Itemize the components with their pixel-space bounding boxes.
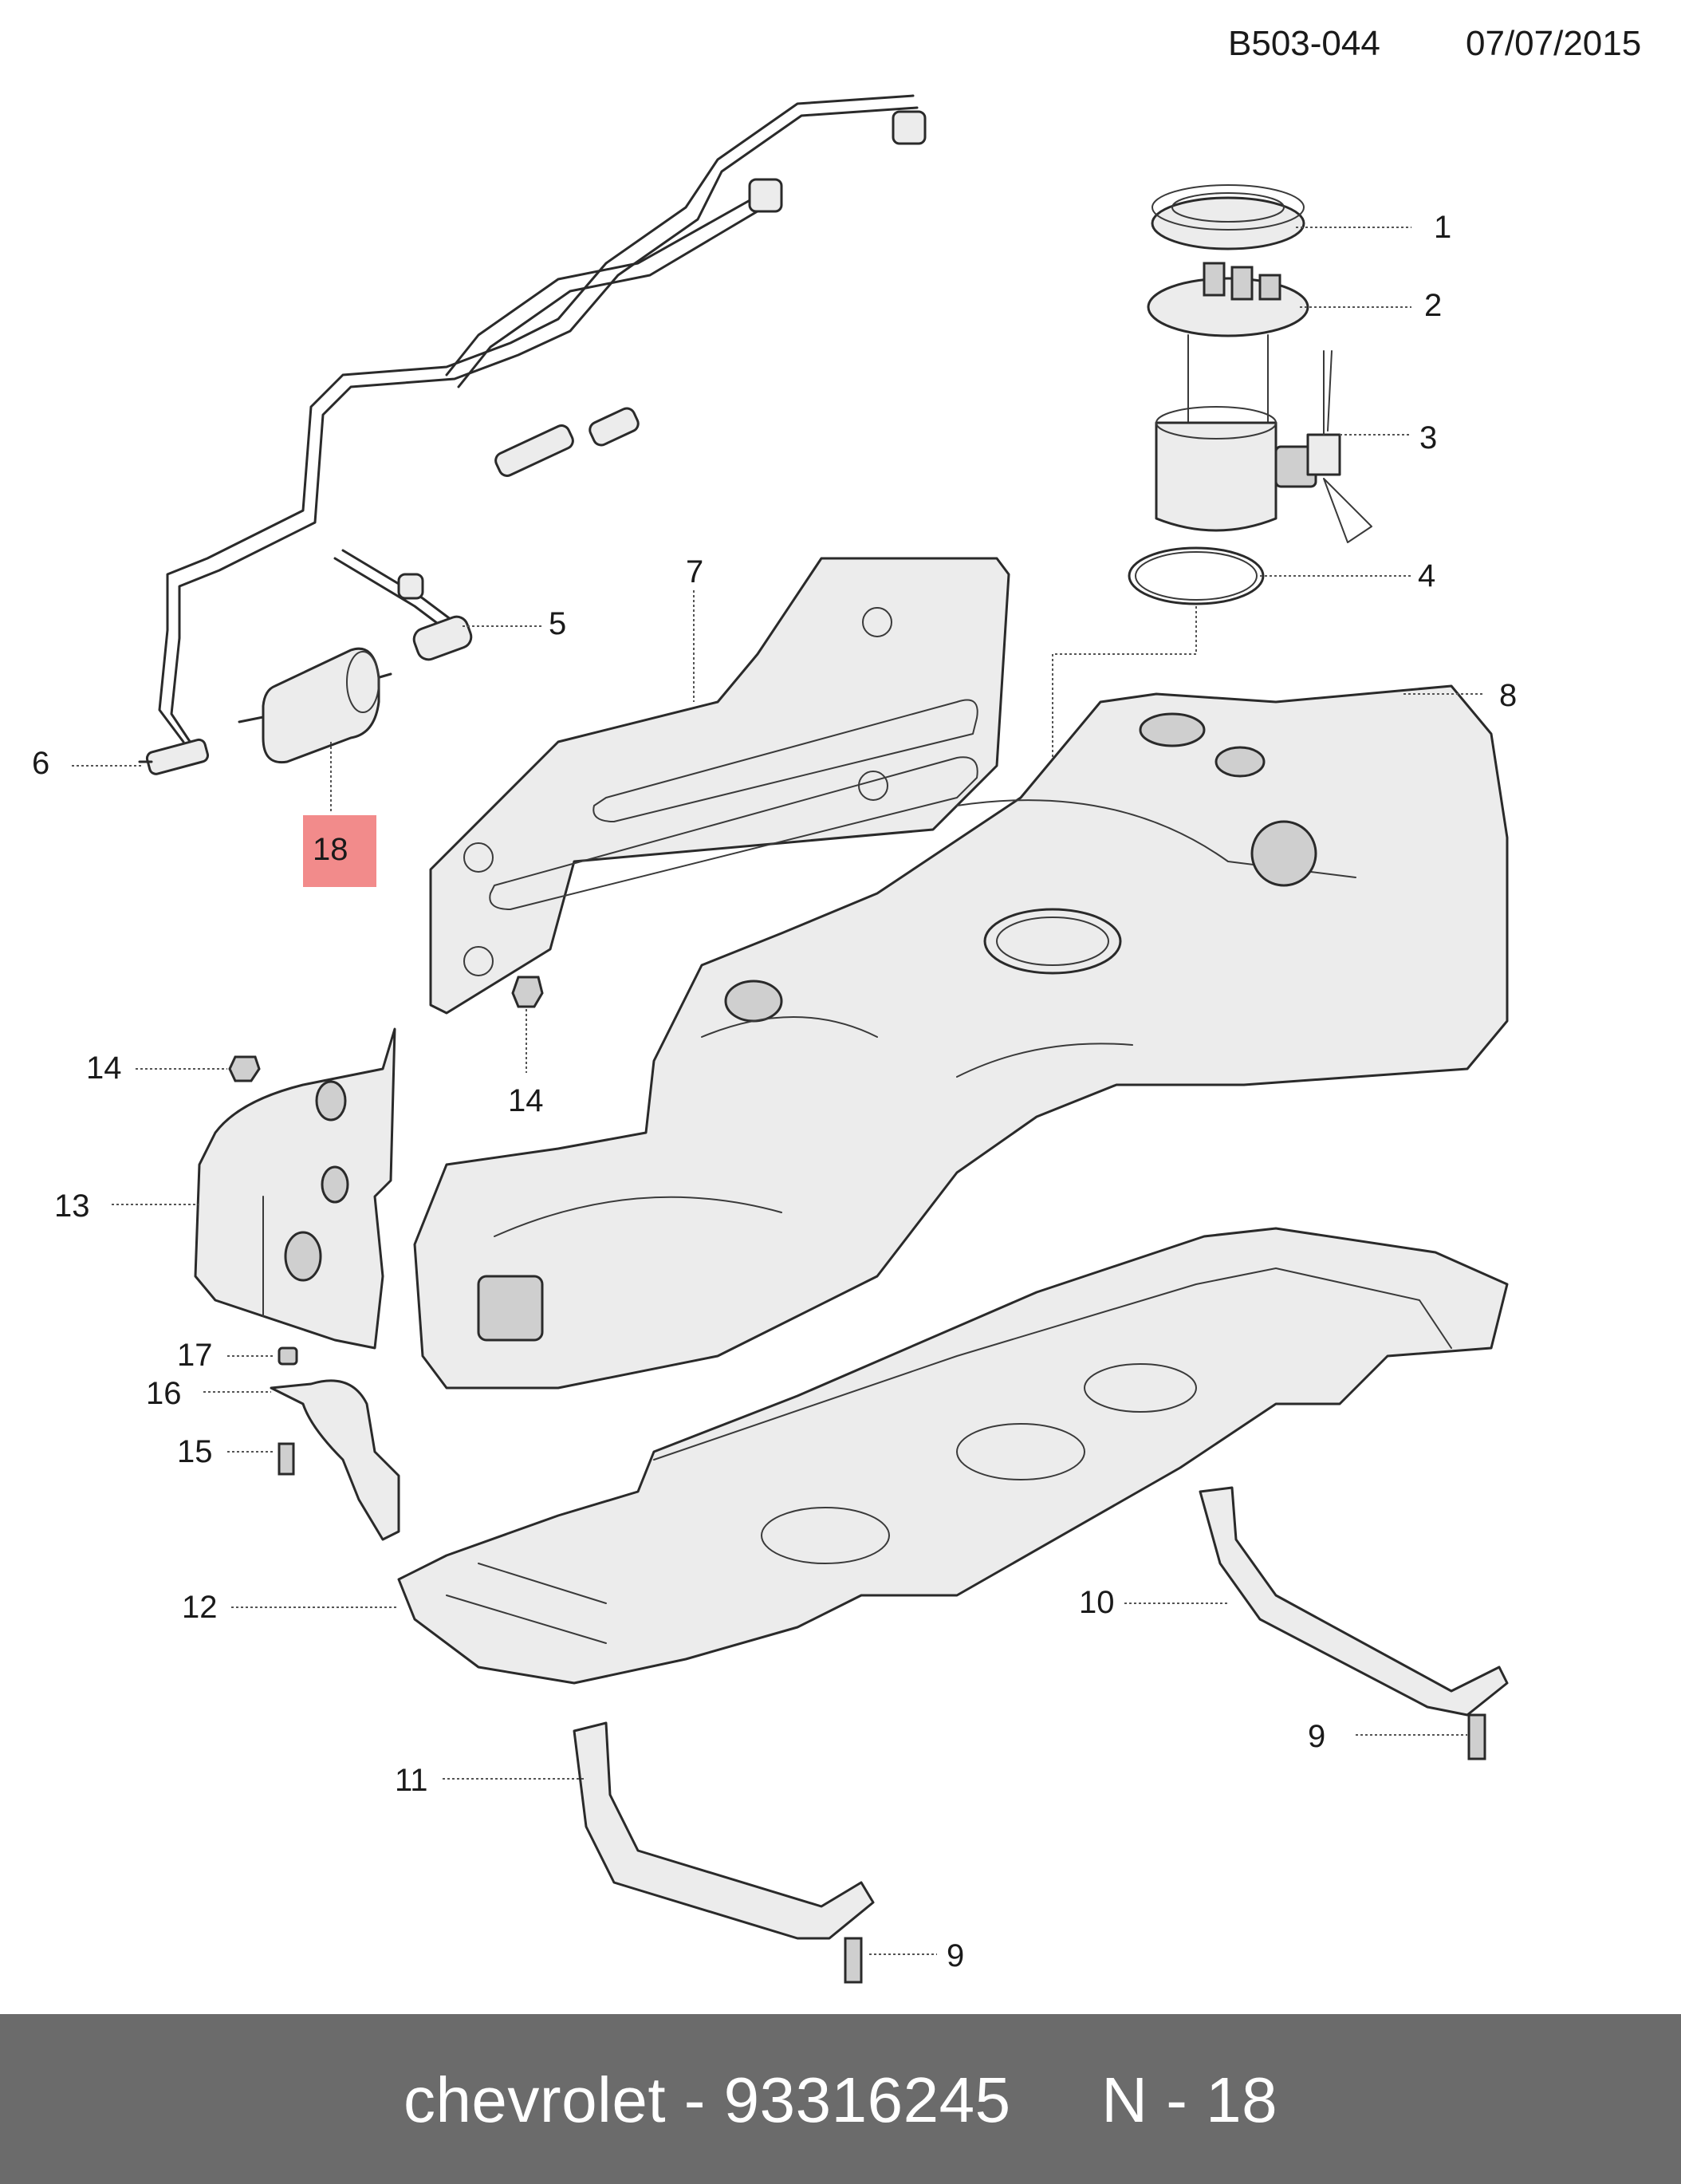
- pump-lock-ring: [1151, 184, 1305, 250]
- diagram-date: 07/07/2015: [1466, 24, 1642, 63]
- callout-2: 2: [1424, 288, 1442, 323]
- callout-10: 10: [1079, 1585, 1115, 1620]
- fuel-lines: [158, 94, 927, 751]
- fuel-filter: [238, 647, 392, 764]
- diagram-code: B503-044: [1228, 24, 1380, 63]
- callout-1: 1: [1434, 210, 1451, 245]
- tank-strap-front: [573, 1721, 875, 1984]
- fuel-pump-body: [1155, 334, 1277, 532]
- callout-18: 18: [313, 832, 348, 867]
- callout-9-top: 9: [1308, 1719, 1325, 1754]
- callout-8: 8: [1499, 678, 1517, 713]
- fuel-pump-flange: [1147, 262, 1309, 337]
- retaining-nut: [228, 976, 544, 1082]
- footer-bar: chevrolet - 93316245 N - 18: [0, 2014, 1681, 2184]
- quick-connect-fitting: [138, 738, 210, 775]
- callout-14-center: 14: [508, 1083, 544, 1118]
- callout-14-left: 14: [86, 1051, 122, 1086]
- callout-16: 16: [146, 1376, 182, 1411]
- heat-shield: [429, 557, 1010, 1015]
- callout-11: 11: [395, 1763, 428, 1798]
- fuel-line-connector: [397, 573, 473, 661]
- tank-shield-plate: [397, 1227, 1509, 1685]
- callout-5: 5: [549, 606, 566, 641]
- callout-12: 12: [182, 1590, 218, 1625]
- leader-lines: [72, 227, 1483, 1955]
- fuel-tank: [413, 684, 1509, 1390]
- callout-15: 15: [177, 1434, 213, 1469]
- callout-6: 6: [32, 746, 49, 781]
- callout-17: 17: [177, 1338, 213, 1373]
- mounting-bracket: [270, 1346, 400, 1541]
- callout-7: 7: [686, 554, 703, 589]
- callout-13: 13: [54, 1189, 90, 1224]
- callout-9-bottom: 9: [947, 1938, 964, 1973]
- callout-4: 4: [1418, 558, 1435, 593]
- fuel-system-diagram: 1 2 3 4 5 6 7 8 9 9 10 11 12 13 14 14 15…: [32, 94, 1517, 1984]
- tank-strap-rear: [1199, 1486, 1509, 1760]
- side-heat-shield: [194, 1027, 396, 1350]
- part-number-caption: chevrolet - 93316245 N - 18: [403, 2064, 1278, 2135]
- callout-numbers: 1 2 3 4 5 6 7 8 9 9 10 11 12 13 14 14 15…: [32, 210, 1517, 1973]
- callout-3: 3: [1419, 420, 1437, 455]
- fuel-level-sender: [1274, 350, 1372, 543]
- highlight-box: [303, 815, 376, 887]
